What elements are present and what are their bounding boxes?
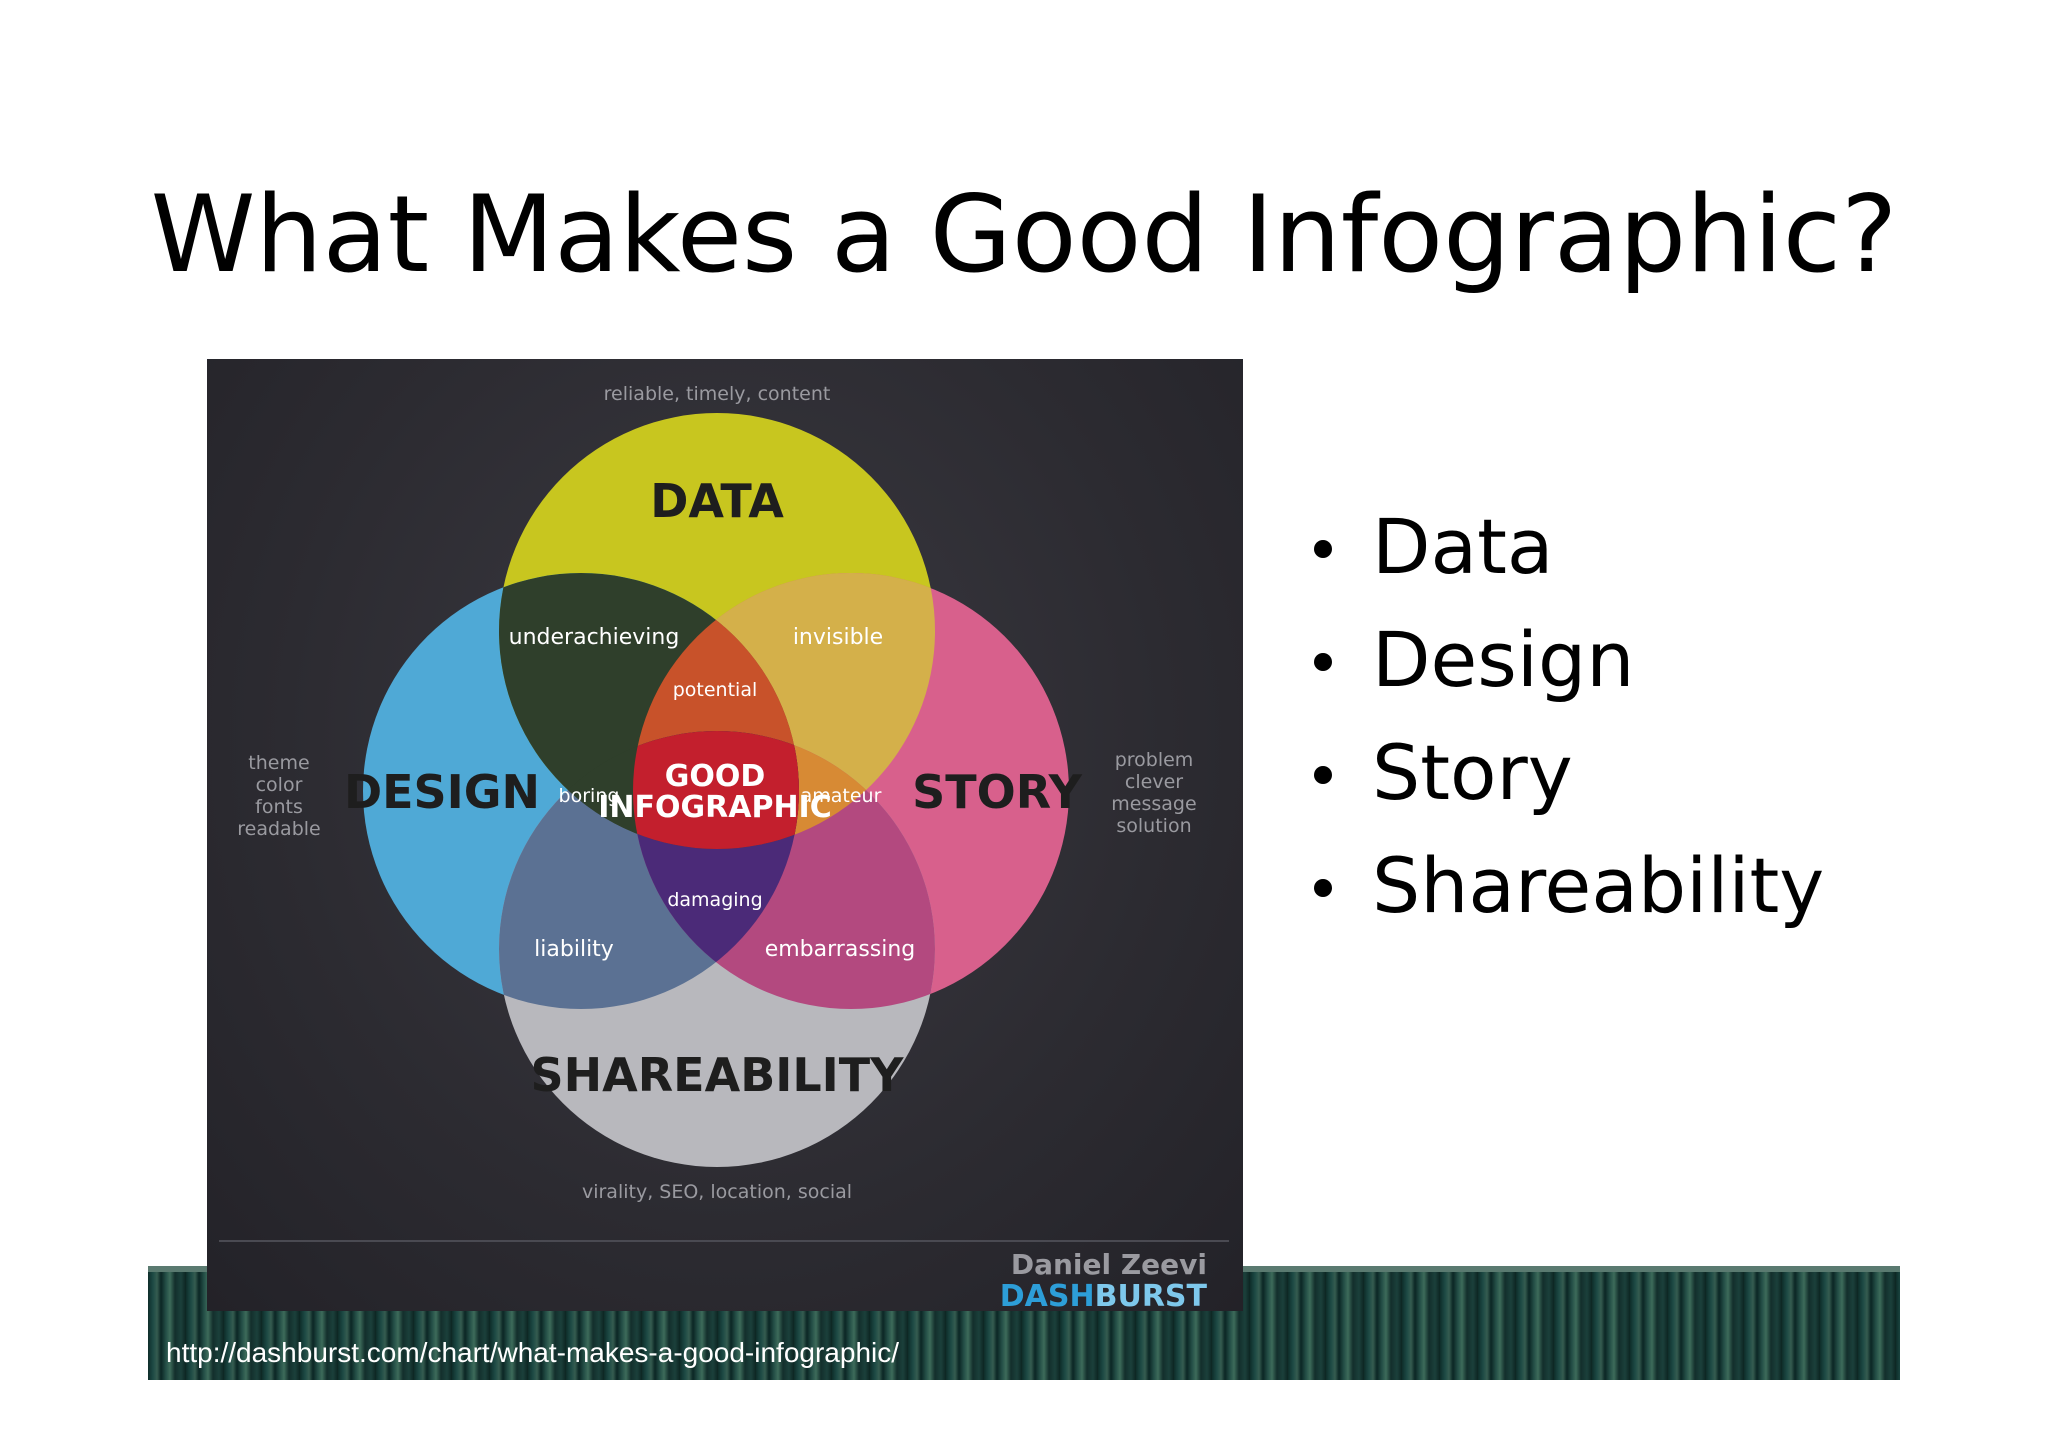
bullet-text: Story [1372,728,1573,817]
embarrassing-label: embarrassing [765,937,916,962]
center-label-line1: GOOD [665,759,766,794]
potential-label: potential [673,679,758,701]
story-descriptor: problem [1115,749,1194,771]
shareability-label: SHAREABILITY [531,1048,905,1102]
dashburst-logo: DASHBURST [1000,1279,1208,1311]
bullet-text: Shareability [1372,841,1825,930]
bullet-dot-icon [1314,540,1332,558]
center-label-line2: INFOGRAPHIC [598,790,831,825]
bullet-dot-icon [1314,653,1332,671]
bullet-text: Design [1372,615,1635,704]
bullet-item: Design [1300,603,1824,716]
story-descriptor: clever [1125,771,1183,793]
bullet-item: Shareability [1300,829,1824,942]
bullet-text: Data [1372,502,1554,591]
story-descriptor: solution [1116,815,1191,837]
amateur-label: amateur [801,785,882,807]
data-descriptor: reliable, timely, content [604,383,831,405]
boring-label: boring [559,785,620,807]
story-descriptor: message [1111,793,1196,815]
shareability-descriptor: virality, SEO, location, social [582,1181,852,1203]
damaging-label: damaging [667,889,762,911]
liability-label: liability [534,937,614,962]
design-descriptor: color [256,774,303,796]
credit-author: Daniel Zeevi [1011,1248,1207,1281]
data-label: DATA [650,474,784,528]
slide-title: What Makes a Good Infographic? [150,173,1898,296]
design-descriptor: theme [248,752,309,774]
source-url: http://dashburst.com/chart/what-makes-a-… [166,1337,900,1368]
design-label: DESIGN [344,765,540,819]
underachieving-label: underachieving [509,625,680,650]
bullet-list: Data Design Story Shareability [1300,490,1824,942]
story-label: STORY [912,765,1083,819]
invisible-label: invisible [793,625,883,650]
design-descriptor: readable [237,818,320,840]
bullet-item: Story [1300,716,1824,829]
bullet-item: Data [1300,490,1824,603]
venn-infographic: reliable, timely, content virality, SEO, … [207,359,1243,1311]
bullet-dot-icon [1314,766,1332,784]
bullet-dot-icon [1314,879,1332,897]
design-descriptor: fonts [255,796,303,818]
